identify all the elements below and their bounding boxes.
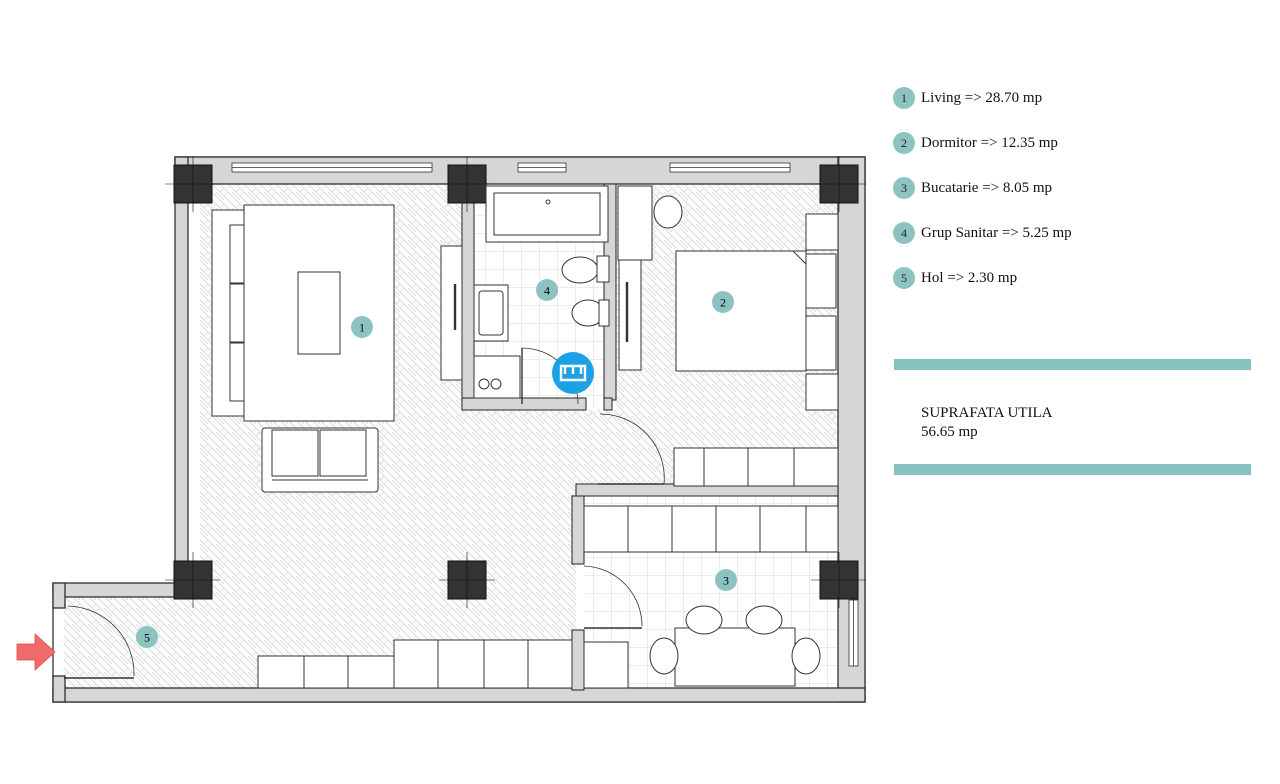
legend-item-hol: 5 Hol => 2.30 mp: [893, 266, 1072, 290]
room-marker-5-label: 5: [144, 631, 150, 645]
room-marker-3-label: 3: [723, 574, 729, 588]
divider-band-bottom: [894, 464, 1251, 475]
legend-item-bucatarie: 3 Bucatarie => 8.05 mp: [893, 176, 1072, 200]
legend-label: Hol => 2.30 mp: [921, 269, 1018, 286]
bath-cabinet: [440, 245, 463, 381]
legend-item-dormitor: 2 Dormitor => 12.35 mp: [893, 131, 1072, 155]
legend-badge: 5: [893, 267, 915, 289]
legend-label: Bucatarie => 8.05 mp: [921, 179, 1053, 196]
upper-cabinets: [583, 505, 839, 553]
bathroom-fixtures: [440, 185, 610, 405]
divider-band-top: [894, 359, 1251, 370]
nightstand-bottom: [805, 373, 839, 411]
column-axes: [165, 156, 866, 608]
legend-badge: 3: [893, 177, 915, 199]
room-marker-1-label: 1: [359, 321, 365, 335]
coffee-table: [297, 271, 341, 355]
counter-bedroom: [673, 447, 839, 487]
legend-badge: 1: [893, 87, 915, 109]
room-marker-5: [136, 626, 158, 648]
legend-label: Living => 28.70 mp: [921, 89, 1043, 106]
bed: [675, 250, 807, 372]
legend-badge: 4: [893, 222, 915, 244]
room-marker-3: [715, 569, 737, 591]
entry-door: [64, 605, 135, 679]
legend-label: Dormitor => 12.35 mp: [921, 134, 1058, 151]
useful-area-label: SUPRAFATA UTILA: [921, 405, 1053, 421]
room-marker-4-label: 4: [544, 284, 550, 298]
room-marker-2: [712, 291, 734, 313]
room-marker-4: [536, 279, 558, 301]
living-furniture: [211, 204, 395, 493]
legend-item-grup-sanitar: 4 Grup Sanitar => 5.25 mp: [893, 221, 1072, 245]
storage-units: [257, 639, 573, 689]
nightstand-top: [805, 213, 839, 251]
floor-plan: 1 2 3 4 5: [16, 156, 866, 703]
bedroom-furniture: [598, 185, 839, 485]
useful-area-value: 56.65 mp: [921, 424, 978, 440]
washer: [473, 355, 521, 399]
toilet: [561, 256, 599, 284]
dining-table: [674, 627, 796, 687]
entry-arrow-icon: [16, 633, 56, 671]
legend-badge: 2: [893, 132, 915, 154]
room-marker-2-label: 2: [720, 296, 726, 310]
useful-area: SUPRAFATA UTILA 56.65 mp: [921, 404, 1052, 442]
windows: [231, 162, 859, 667]
room-marker-1: [351, 316, 373, 338]
legend-item-living: 1 Living => 28.70 mp: [893, 86, 1072, 110]
rug: [243, 204, 395, 422]
logo-watermark-icon: [552, 352, 594, 394]
kitchen-furniture: [583, 447, 839, 689]
wardrobe: [617, 185, 653, 261]
legend-label: Grup Sanitar => 5.25 mp: [921, 224, 1072, 241]
area-legend: 1 Living => 28.70 mp 2 Dormitor => 12.35…: [893, 86, 1072, 311]
interior-walls: [461, 183, 839, 691]
